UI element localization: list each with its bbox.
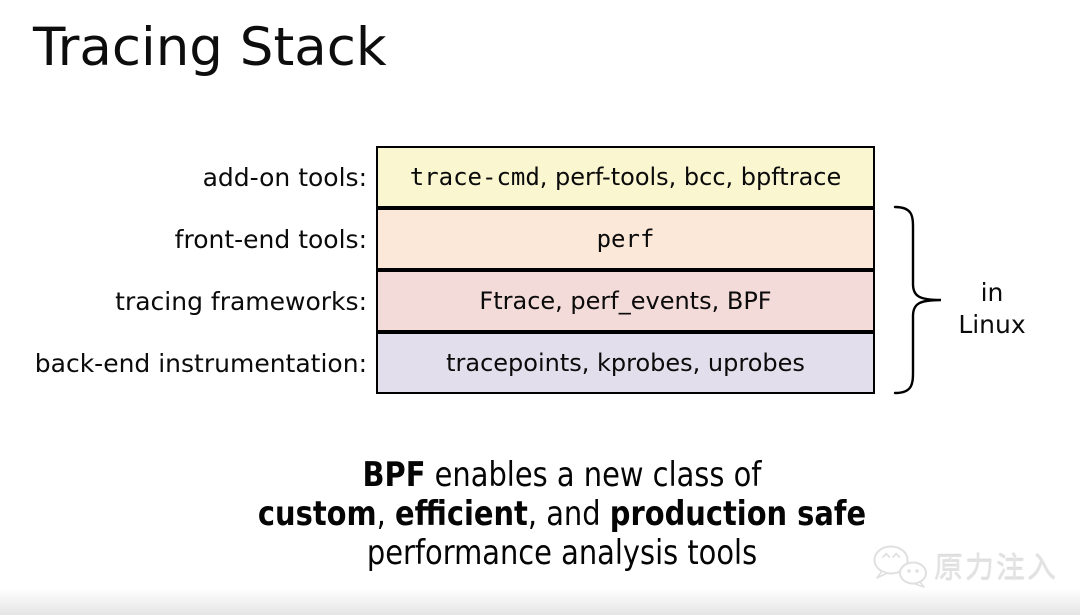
caption-line-1: BPF enables a new class of [103,456,1021,495]
stack-row-backend-instrumentation: back-end instrumentation: tracepoints, k… [0,332,884,394]
watermark-text: 原力注入 [934,551,1059,585]
stack-row-frontend-tools: front-end tools: perf [0,208,884,270]
caption-text: enables a new class of [425,455,762,495]
caption-line-2: custom, efficient, and production safe [103,495,1021,534]
stack-row-tracing-frameworks: tracing frameworks: Ftrace, perf_events,… [0,270,884,332]
stack-row-label: back-end instrumentation: [34,348,367,378]
watermark: 原力注入 [868,542,1058,590]
wechat-icon [873,545,927,588]
stack-row-content-mono: trace-cmd [409,163,540,191]
stack-row-content-mono: perf [596,225,655,253]
stack-row-label: front-end tools: [174,224,367,254]
stack-row-content: Ftrace, perf_events, BPF [479,287,772,315]
stack-row-box: Ftrace, perf_events, BPF [376,270,875,332]
caption-text: performance analysis tools [366,533,758,573]
caption-line-3: performance analysis tools [103,534,1021,573]
stack-row-box: perf [376,208,875,270]
brace-label-in-linux: in Linux [950,277,1034,341]
caption-bold-efficient: efficient [394,494,528,534]
stack-row-content: tracepoints, kprobes, uprobes [446,349,805,377]
stack-row-label: add-on tools: [202,162,367,192]
stack-row-addon-tools: add-on tools: trace-cmd, perf-tools, bcc… [0,146,884,208]
brace-label-line2: Linux [958,310,1026,339]
curly-brace-icon [893,205,942,395]
stack-row-label: tracing frameworks: [115,286,367,316]
caption-bold-bpf: BPF [362,455,426,495]
page-title: Tracing Stack [33,17,387,78]
caption-bold-custom: custom [257,494,377,534]
stack-row-box: tracepoints, kprobes, uprobes [376,332,875,394]
caption-bold-production-safe: production safe [609,494,867,534]
bottom-gradient [0,589,1080,615]
stack-row-box: trace-cmd, perf-tools, bcc, bpftrace [376,146,875,208]
caption-text: , [376,494,395,534]
caption-text: , and [527,494,610,534]
stack-row-content: , perf-tools, bcc, bpftrace [539,163,842,191]
brace-label-line1: in [980,278,1004,307]
tracing-stack-diagram: add-on tools: trace-cmd, perf-tools, bcc… [0,146,884,394]
caption: BPF enables a new class of custom, effic… [103,456,1021,573]
